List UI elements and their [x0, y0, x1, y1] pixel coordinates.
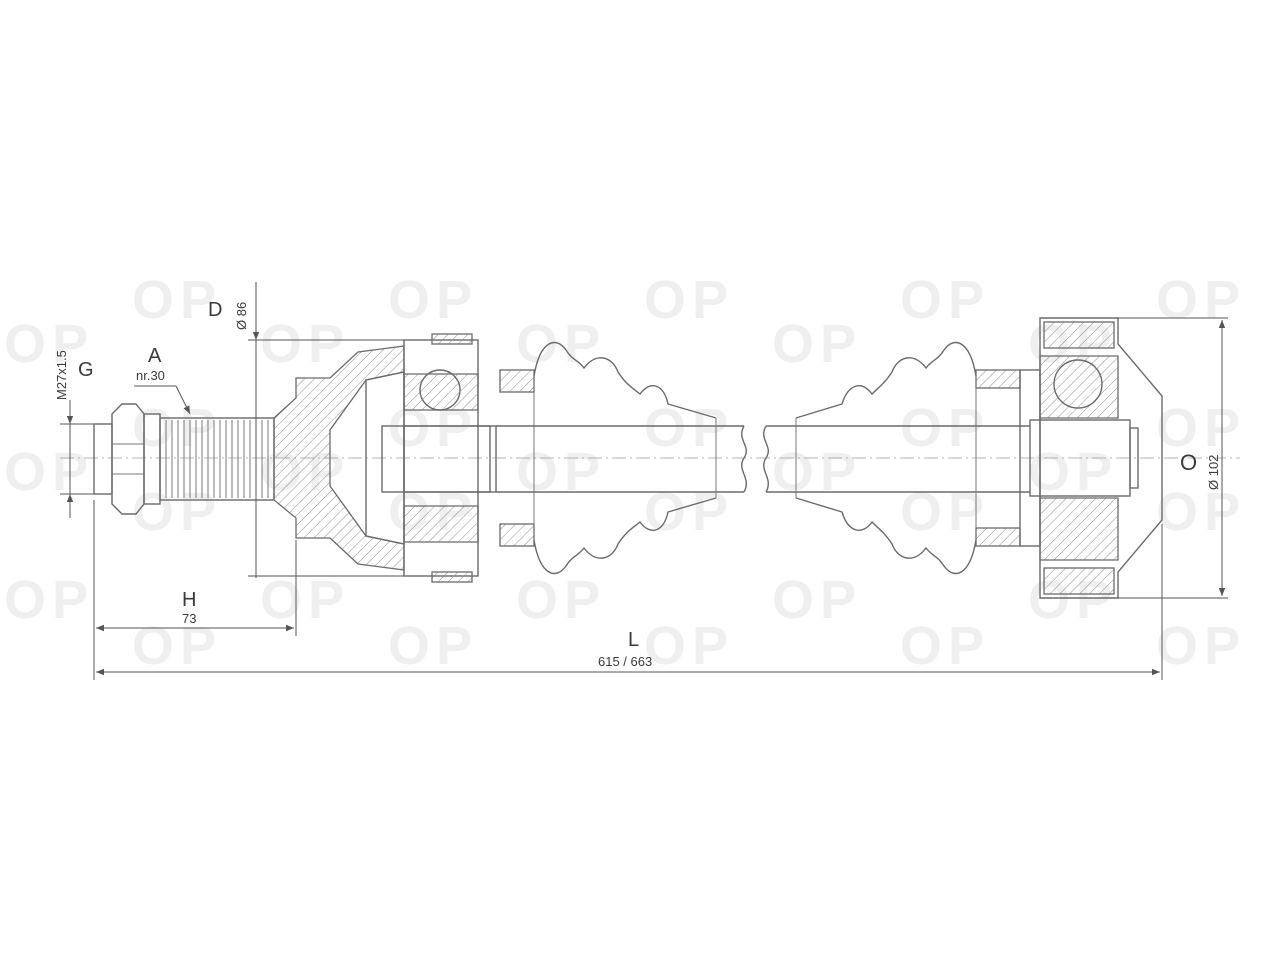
- watermark-logo: OP: [900, 398, 990, 458]
- watermark-logo: OP: [772, 442, 862, 502]
- watermark-logo: OP: [260, 570, 350, 630]
- label-splines: nr.30: [136, 368, 165, 383]
- watermark-logo: OP: [388, 616, 478, 676]
- inner-cv-joint: [1019, 317, 1163, 599]
- watermark-logo: OP: [644, 616, 734, 676]
- watermark-logo: OP: [516, 442, 606, 502]
- watermark-logo: OP: [772, 314, 862, 374]
- watermark-logo: OP: [1156, 270, 1246, 330]
- label-o-value: Ø 102: [1206, 455, 1221, 490]
- dimension-g: [60, 400, 94, 518]
- dimension-o: [1118, 317, 1228, 599]
- dimension-h: [93, 500, 297, 680]
- label-h-value: 73: [182, 611, 196, 626]
- outer-cv-joint: [273, 333, 497, 583]
- label-thread: M27x1.5: [54, 350, 69, 400]
- watermark-logo: OP: [516, 314, 606, 374]
- label-d-value: Ø 86: [234, 302, 249, 330]
- watermark-logo: OP: [388, 270, 478, 330]
- watermark-logo: OP: [644, 270, 734, 330]
- label-l-value: 615 / 663: [598, 654, 652, 669]
- watermark-logo: OP: [772, 570, 862, 630]
- watermark-logo: OP: [900, 616, 990, 676]
- main-shaft: [496, 418, 1030, 498]
- label-l: L: [628, 629, 639, 651]
- watermark-logo: OP: [132, 482, 222, 542]
- right-cv-boot: [795, 341, 1021, 575]
- dimension-d: [248, 282, 404, 578]
- label-g: G: [78, 359, 94, 381]
- left-cv-boot: [499, 341, 717, 575]
- watermark-logo: OP: [516, 570, 606, 630]
- watermark-logo: OP: [4, 442, 94, 502]
- watermark-logo: OP: [132, 270, 222, 330]
- watermark-logo: OP: [4, 314, 94, 374]
- label-d: D: [208, 299, 222, 321]
- watermark-logo: OP: [4, 570, 94, 630]
- label-o: O: [1180, 450, 1197, 475]
- label-h: H: [182, 589, 196, 611]
- watermark-logo: OP: [132, 398, 222, 458]
- watermark-logo: OP: [1156, 616, 1246, 676]
- watermark-pattern: OP OP OP OP OP OP OP OP OP OP OP OP OP OP OP OP OP OP OP OP…: [4, 270, 1246, 676]
- watermark-logo: OP: [644, 482, 734, 542]
- watermark-logo: OP: [132, 616, 222, 676]
- watermark-logo: OP: [644, 398, 734, 458]
- watermark-logo: OP: [260, 314, 350, 374]
- label-a: A: [148, 345, 162, 367]
- watermark-logo: OP: [1156, 482, 1246, 542]
- dimension-l: [96, 524, 1163, 680]
- watermark-logo: OP: [1028, 442, 1118, 502]
- watermark-logo: OP: [1156, 398, 1246, 458]
- watermark-logo: OP: [900, 270, 990, 330]
- dimension-a-leader: [134, 385, 191, 415]
